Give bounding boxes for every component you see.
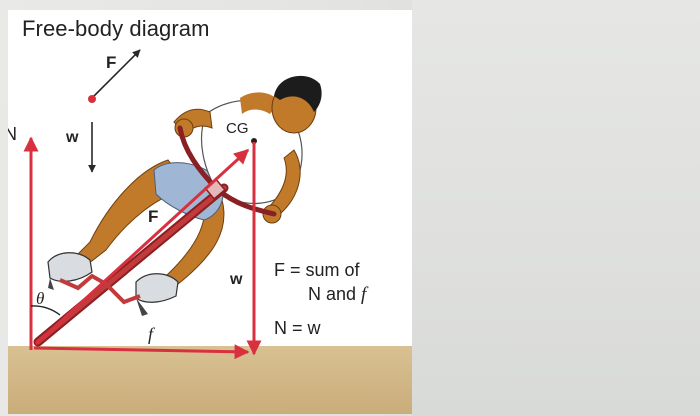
friction-label: f xyxy=(148,324,156,344)
equation-normal-weight: N = w xyxy=(274,318,322,338)
angle-label: θ xyxy=(36,289,44,308)
resultant-force-label: F xyxy=(148,207,158,226)
legend-weight-label: w xyxy=(65,129,79,146)
figure-card: Free-body diagram F w N xyxy=(8,10,412,414)
blank-panel xyxy=(412,0,700,416)
friction-arrow xyxy=(33,344,250,360)
legend-force-arrow xyxy=(88,49,141,103)
weight-label: w xyxy=(229,271,243,288)
equation-sum-line2: N and f xyxy=(308,284,369,305)
resultant-force-arrow xyxy=(34,148,250,346)
ground xyxy=(8,346,412,414)
cg-label: CG xyxy=(226,120,249,137)
free-body-diagram: F w N θ xyxy=(8,49,412,414)
pogo-stick xyxy=(33,125,277,347)
normal-force-label: N xyxy=(8,124,17,144)
angle-arc xyxy=(30,305,61,316)
figure-title: Free-body diagram xyxy=(22,16,210,41)
equation-sum-line1: F = sum of xyxy=(274,260,361,280)
legend-force-label: F xyxy=(106,53,116,72)
